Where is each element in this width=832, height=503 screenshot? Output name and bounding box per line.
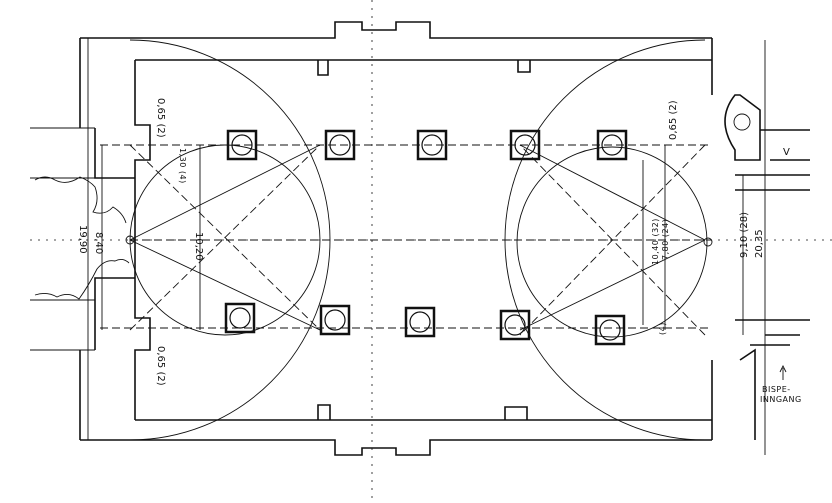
entrance-label-line2: INNGANG bbox=[760, 395, 802, 404]
dim-right-top-offset: 0,65 (2) bbox=[668, 100, 679, 140]
right-annex: V bbox=[724, 94, 810, 440]
dim-left-bottom-offset: 0,65 (2) bbox=[155, 346, 166, 386]
dimension-labels: 0,65 (2) 1,30 (4) 19,90 8,40 10,20 0,65 … bbox=[77, 98, 802, 404]
outer-walls bbox=[30, 21, 713, 456]
column bbox=[319, 304, 351, 336]
column bbox=[224, 302, 256, 334]
column bbox=[596, 129, 628, 161]
entrance-label-line1: BISPE- bbox=[762, 385, 791, 394]
column bbox=[499, 309, 531, 341]
dim-left-width-total: 19,90 bbox=[77, 225, 88, 254]
dimension-lines bbox=[87, 38, 766, 455]
column bbox=[404, 306, 436, 338]
dim-left-top-offset: 0,65 (2) bbox=[155, 98, 166, 138]
ruined-wall-left bbox=[34, 176, 130, 300]
column bbox=[324, 129, 356, 161]
dim-right-small: (4) bbox=[658, 322, 667, 335]
room-mark: V bbox=[783, 147, 790, 158]
construction-geometry bbox=[125, 39, 713, 441]
dim-right-width-total: 20,35 bbox=[754, 229, 765, 258]
dim-right-inner: 7,80 (24) bbox=[661, 219, 670, 260]
column bbox=[509, 129, 541, 161]
dim-right-span: 10,40 (32) bbox=[651, 218, 660, 265]
dim-right-radius: 9,10 (28) bbox=[739, 212, 750, 258]
column bbox=[226, 129, 258, 161]
dim-left-top-small: 1,30 (4) bbox=[178, 148, 187, 184]
column bbox=[594, 314, 626, 346]
wall-buttresses bbox=[317, 60, 531, 420]
dim-left-opening: 8,40 bbox=[93, 232, 104, 254]
dim-left-span: 10,20 bbox=[193, 232, 204, 261]
column bbox=[416, 129, 448, 161]
columns bbox=[224, 129, 628, 346]
